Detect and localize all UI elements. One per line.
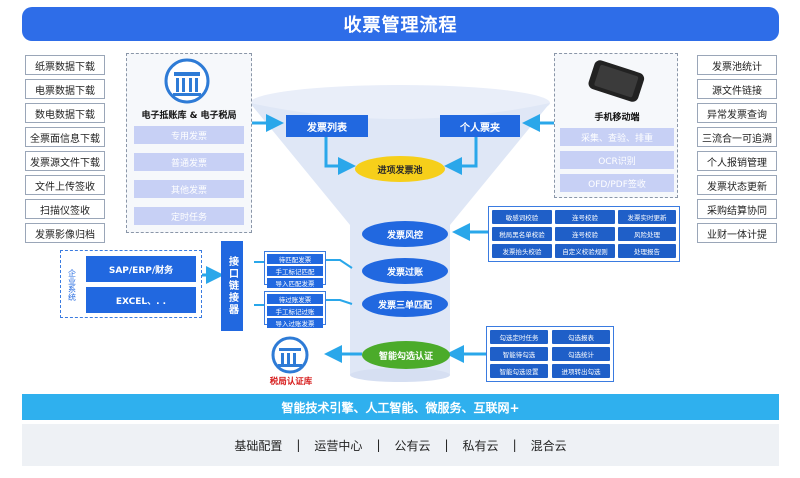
risk-tag: 发票抬头校验 <box>492 244 552 258</box>
tech-engine-text: 智能技术引擎、人工智能、微服务、互联网+ <box>281 400 520 415</box>
mobile-phone-icon <box>588 60 645 102</box>
page-title: 收票管理流程 <box>22 7 779 41</box>
risk-tag: 连号校验 <box>555 210 615 224</box>
cert-tag: 智能待勾选 <box>490 347 548 361</box>
tax-bureau-label: 电子抵账库 & 电子税局 <box>141 111 237 121</box>
personal-folder-box: 个人票夹 <box>440 115 520 137</box>
footer-item: 混合云 <box>530 438 567 453</box>
filter-list-item: 导入匹配发票 <box>267 278 323 288</box>
footer-item: 公有云 <box>394 438 431 453</box>
right-list-item: 采购结算协同 <box>697 199 777 219</box>
risk-tag: 风险处理 <box>618 227 676 241</box>
left-list-item: 发票源文件下载 <box>25 151 105 171</box>
footer-bar: 基础配置 | 运营中心 | 公有云 | 私有云 | 混合云 <box>22 424 779 466</box>
right-list-item: 个人报销管理 <box>697 151 777 171</box>
left-list-item: 文件上传签收 <box>25 175 105 195</box>
enterprise-label: 企业系统 <box>67 269 77 301</box>
right-list-item: 业财一体计提 <box>697 223 777 243</box>
cert-tag: 勾选定时任务 <box>490 330 548 344</box>
left-list-item: 扫描仪签收 <box>25 199 105 219</box>
three-match-node: 发票三单匹配 <box>362 291 448 317</box>
filter-list-item: 待匹配发票 <box>267 254 323 264</box>
cert-tag: 勾选统计 <box>552 347 610 361</box>
tech-engine-bar: 智能技术引擎、人工智能、微服务、互联网+ <box>22 394 779 420</box>
footer-separator: | <box>512 438 517 452</box>
filter-list: 待匹配发票 手工标记匹配 导入匹配发票 <box>264 251 326 288</box>
tax-cert-db-logo-icon <box>271 336 309 374</box>
risk-tag: 自定义校验规则 <box>555 244 615 258</box>
cert-tag: 智能勾选设置 <box>490 364 548 378</box>
right-list-item: 异常发票查询 <box>697 103 777 123</box>
risk-tag: 处理报告 <box>618 244 676 258</box>
invoice-filter-node: 发票过账 <box>362 258 448 284</box>
mobile-item: OCR识别 <box>560 151 674 169</box>
right-list-item: 三流合一可追溯 <box>697 127 777 147</box>
mobile-item: 采集、查验、排重 <box>560 128 674 146</box>
interface-connector: 接口链接器 <box>221 241 243 331</box>
left-list-item: 全票面信息下载 <box>25 127 105 147</box>
match-list: 待过账发票 手工标记过账 导入过账发票 <box>264 291 326 328</box>
invoice-list-box: 发票列表 <box>286 115 368 137</box>
footer-separator: | <box>376 438 381 452</box>
footer-separator: | <box>296 438 301 452</box>
risk-tag: 发票实时更新 <box>618 210 676 224</box>
smart-cert-node: 智能勾选认证 <box>362 341 450 369</box>
left-list-item: 电票数据下载 <box>25 79 105 99</box>
match-list-item: 待过账发票 <box>267 294 323 304</box>
risk-tag: 连号校验 <box>555 227 615 241</box>
risk-tag: 税局黑名单校验 <box>492 227 552 241</box>
tax-bureau-item: 普通发票 <box>134 153 244 171</box>
footer-item: 基础配置 <box>234 438 283 453</box>
footer-separator: | <box>444 438 449 452</box>
left-list-item: 数电数据下载 <box>25 103 105 123</box>
tax-cert-db-label: 税局认证库 <box>269 377 313 387</box>
right-list-item: 发票池统计 <box>697 55 777 75</box>
tax-bureau-item: 其他发票 <box>134 180 244 198</box>
mobile-label: 手机移动端 <box>594 113 640 123</box>
tax-bureau-item: 定时任务 <box>134 207 244 225</box>
tax-bureau-logo-icon <box>164 58 210 104</box>
match-list-item: 手工标记过账 <box>267 306 323 316</box>
enterprise-item-sap: SAP/ERP/财务 <box>86 256 196 282</box>
input-invoice-pool: 进项发票池 <box>355 156 445 182</box>
footer-item: 私有云 <box>462 438 499 453</box>
left-list-item: 发票影像归档 <box>25 223 105 243</box>
cert-tag: 勾选报表 <box>552 330 610 344</box>
footer-item: 运营中心 <box>314 438 363 453</box>
risk-tag: 敏感词校验 <box>492 210 552 224</box>
right-list-item: 源文件链接 <box>697 79 777 99</box>
enterprise-item-excel: EXCEL、. . <box>86 287 196 313</box>
filter-list-item: 手工标记匹配 <box>267 266 323 276</box>
right-list-item: 发票状态更新 <box>697 175 777 195</box>
risk-control-node: 发票风控 <box>362 221 448 247</box>
cert-tag: 进项转出勾选 <box>552 364 610 378</box>
tax-bureau-item: 专用发票 <box>134 126 244 144</box>
match-list-item: 导入过账发票 <box>267 318 323 328</box>
left-list-item: 纸票数据下载 <box>25 55 105 75</box>
mobile-item: OFD/PDF签收 <box>560 174 674 192</box>
